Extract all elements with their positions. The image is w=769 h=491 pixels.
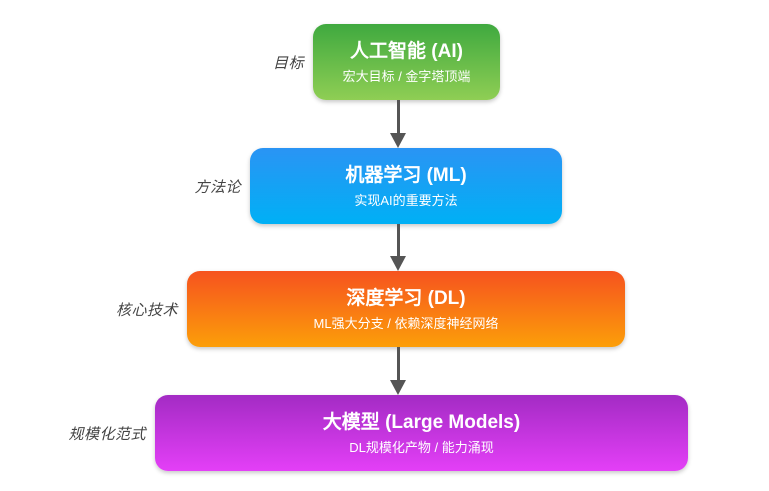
node-ai[interactable]: 人工智能 (AI) 宏大目标 / 金字塔顶端 xyxy=(313,24,500,100)
stage-label-ml: 方法论 xyxy=(194,178,241,196)
stage-ml: 方法论 机器学习 (ML) 实现AI的重要方法 xyxy=(0,148,769,224)
arrow-shaft xyxy=(396,224,400,256)
stage-dl: 核心技术 深度学习 (DL) ML强大分支 / 依赖深度神经网络 xyxy=(0,271,769,347)
arrow-shaft xyxy=(396,347,400,380)
node-large-models-title: 大模型 (Large Models) xyxy=(322,411,521,433)
node-dl-subtitle: ML强大分支 / 依赖深度神经网络 xyxy=(313,315,499,331)
arrow-head xyxy=(390,256,406,271)
arrow-ml-to-dl xyxy=(390,224,406,271)
node-dl-title: 深度学习 (DL) xyxy=(346,287,466,309)
node-ai-title: 人工智能 (AI) xyxy=(350,40,463,62)
arrow-ai-to-ml xyxy=(390,100,406,148)
stage-ai: 目标 人工智能 (AI) 宏大目标 / 金字塔顶端 xyxy=(0,24,769,100)
node-dl[interactable]: 深度学习 (DL) ML强大分支 / 依赖深度神经网络 xyxy=(187,271,625,347)
node-ml[interactable]: 机器学习 (ML) 实现AI的重要方法 xyxy=(250,148,562,224)
arrow-head xyxy=(390,133,406,148)
node-ml-subtitle: 实现AI的重要方法 xyxy=(354,192,458,208)
stage-large-models: 规模化范式 大模型 (Large Models) DL规模化产物 / 能力涌现 xyxy=(0,395,769,471)
node-ai-subtitle: 宏大目标 / 金字塔顶端 xyxy=(342,68,471,84)
node-large-models[interactable]: 大模型 (Large Models) DL规模化产物 / 能力涌现 xyxy=(155,395,688,471)
node-ml-title: 机器学习 (ML) xyxy=(345,164,467,186)
arrow-dl-to-large-models xyxy=(390,347,406,395)
arrow-head xyxy=(390,380,406,395)
stage-label-dl: 核心技术 xyxy=(115,301,178,319)
stage-label-large-models: 规模化范式 xyxy=(68,425,146,443)
stage-label-ai: 目标 xyxy=(272,54,304,72)
node-large-models-subtitle: DL规模化产物 / 能力涌现 xyxy=(349,439,494,455)
arrow-shaft xyxy=(396,100,400,133)
